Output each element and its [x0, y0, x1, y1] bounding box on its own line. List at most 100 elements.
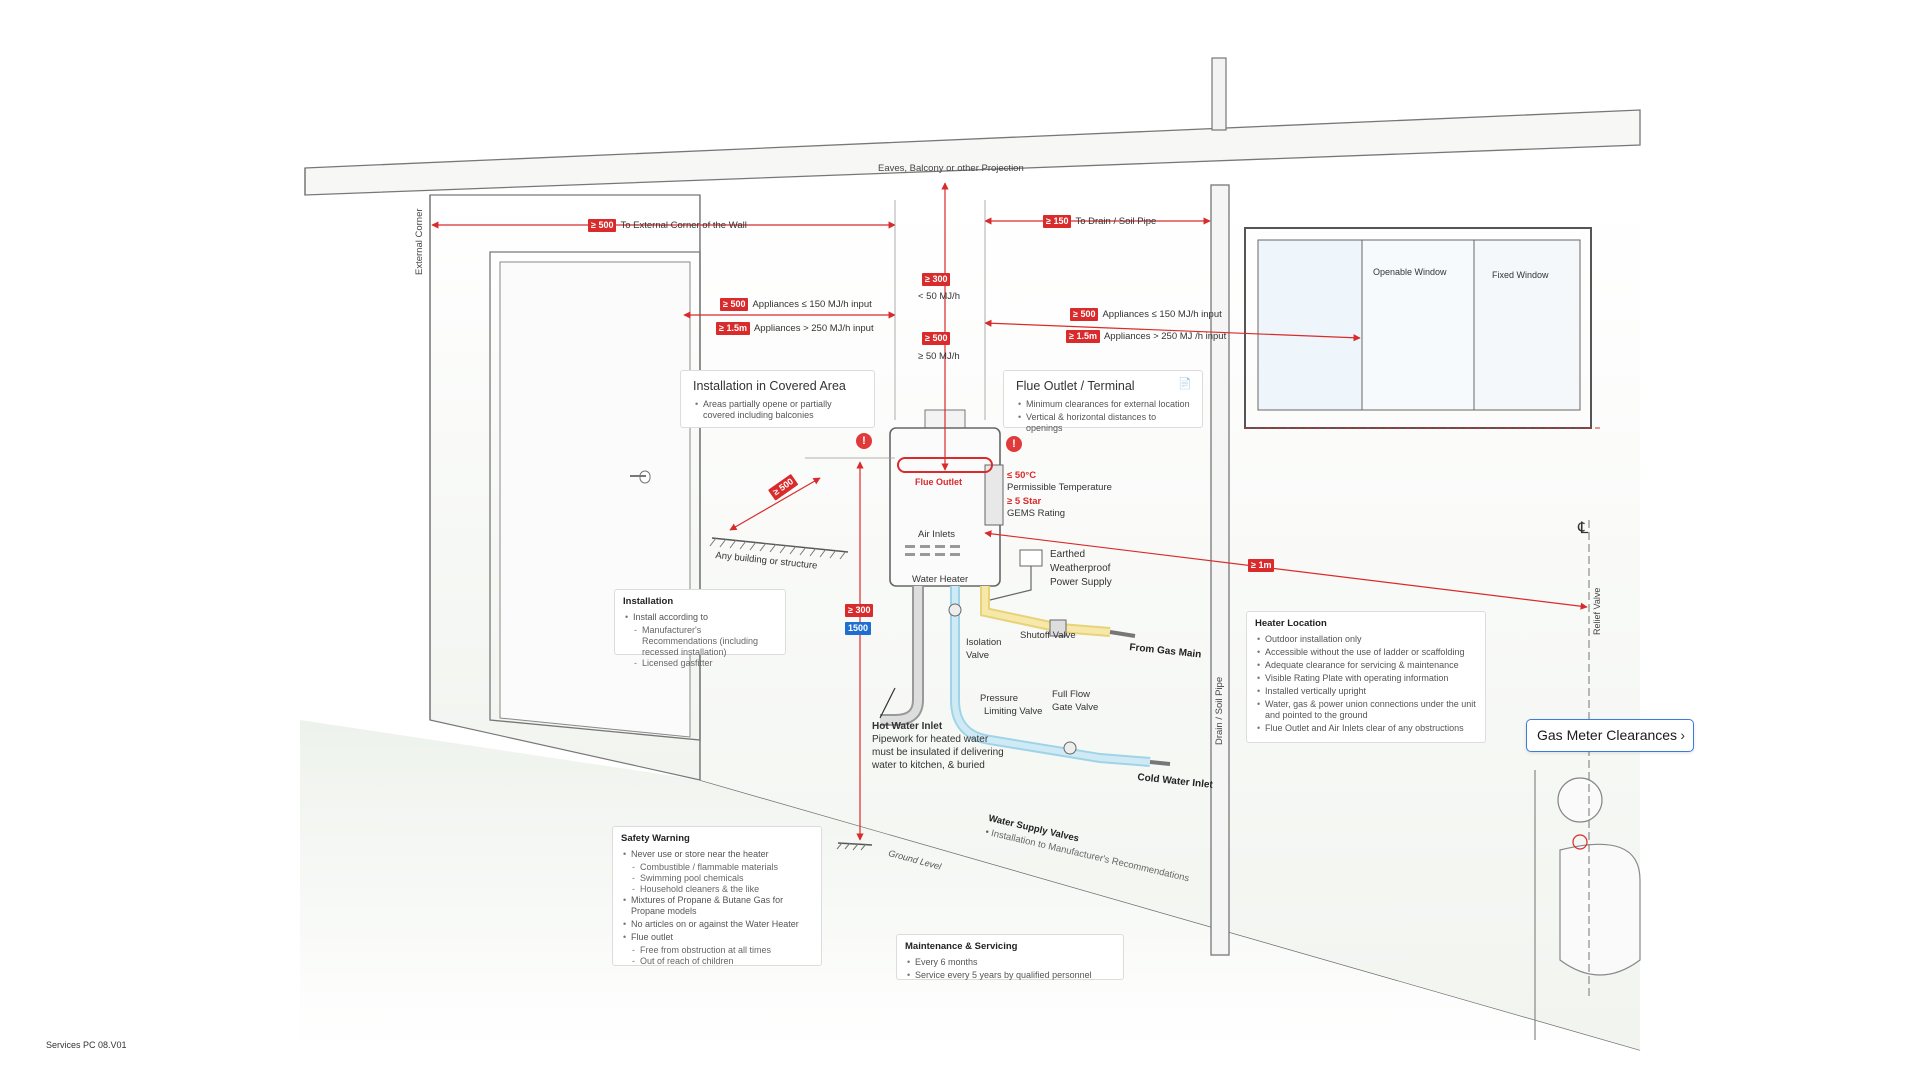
pressure-limiting-label: Pressure Limiting Valve [980, 692, 1042, 718]
isolation-text: Isolation [966, 637, 1002, 648]
list-item: Adequate clearance for servicing & maint… [1257, 660, 1477, 671]
heater-location-title: Heater Location [1255, 618, 1327, 629]
shutoff-valve-label: Shutoff Valve [1020, 630, 1076, 641]
maintenance-box: Maintenance & Servicing Every 6 months S… [896, 934, 1124, 981]
list-item: Areas partially opene or partially cover… [695, 399, 862, 421]
safety-warning-list: Never use or store near the heater Combu… [621, 849, 813, 967]
flue-terminal-title: Flue Outlet / Terminal [1016, 379, 1135, 393]
external-corner-label: External Corner [414, 208, 425, 275]
dim-text: To External Corner of the Wall [620, 220, 747, 231]
power-supply-text: Power Supply [1050, 577, 1112, 588]
list-item: Flue outlet [623, 932, 813, 943]
list-subitem: Manufacturer's Recommendations (includin… [633, 625, 777, 658]
list-item: Vertical & horizontal distances to openi… [1018, 412, 1190, 434]
dim-text: Appliances > 250 MJ/h input [753, 323, 874, 334]
safety-warning-title: Safety Warning [621, 833, 690, 844]
list-item: Never use or store near the heater [623, 849, 813, 860]
covered-area-box: Installation in Covered Area Areas parti… [680, 370, 875, 428]
maintenance-title: Maintenance & Servicing [905, 941, 1018, 952]
hot-water-desc-1: Pipework for heated water [872, 734, 989, 745]
dim-tag: ≥ 500 [588, 219, 617, 232]
gate-valve-label: Full Flow Gate Valve [1052, 688, 1098, 714]
dim-tag: ≥ 500 [1070, 308, 1099, 321]
openable-window-label: Openable Window [1373, 267, 1447, 277]
heater-location-box: Heater Location Outdoor installation onl… [1246, 611, 1486, 743]
dim-1m: ≥ 1m [1248, 559, 1278, 572]
covered-area-title: Installation in Covered Area [693, 379, 846, 393]
dim-500-top: ≥ 500 [922, 332, 954, 345]
installation-title: Installation [623, 596, 674, 607]
dim-tag: ≥ 500 [922, 332, 951, 345]
gas-meter-clearances-label: Gas Meter Clearances [1537, 727, 1678, 743]
temp-label: Permissible Temperature [1007, 482, 1112, 493]
list-item: Water, gas & power union connections und… [1257, 699, 1477, 721]
hot-water-title: Hot Water Inlet [872, 721, 943, 732]
dim-tag: ≥ 500 [720, 298, 749, 311]
pressure-text: Pressure [980, 693, 1019, 704]
hot-water-block: Hot Water Inlet Pipework for heated wate… [872, 720, 1004, 772]
dim-1500: 1500 [845, 622, 875, 635]
list-item: Flue Outlet and Air Inlets clear of any … [1257, 723, 1477, 734]
document-icon[interactable]: 📄 [1178, 378, 1192, 390]
drain-soil-pipe-label: Drain / Soil Pipe [1214, 676, 1225, 745]
flue-outlet-label: Flue Outlet [915, 477, 962, 487]
warning-icon[interactable]: ! [856, 433, 872, 449]
isolation-valve-label: Isolation Valve [966, 636, 1001, 662]
dim-300-ground: ≥ 300 [845, 604, 877, 617]
relief-valve-label: Relief Valve [1592, 587, 1602, 635]
full-flow-text: Full Flow [1052, 689, 1091, 700]
dim-300-top: ≥ 300 [922, 273, 954, 286]
list-subitem: Out of reach of children [631, 956, 813, 967]
dim-tag: ≥ 300 [922, 273, 951, 286]
dim-tag: ≥ 1.5m [716, 322, 750, 335]
star-value: ≥ 5 Star [1007, 496, 1042, 507]
gte50-label: ≥ 50 MJ/h [918, 351, 960, 362]
flue-terminal-list: Minimum clearances for external location… [1016, 399, 1190, 434]
gate-valve-text: Gate Valve [1052, 702, 1099, 713]
list-item: No articles on or against the Water Heat… [623, 919, 813, 930]
hot-water-desc-2: must be insulated if delivering [872, 747, 1004, 758]
footer-code: Services PC 08.V01 [46, 1040, 127, 1050]
chevron-right-icon: › [1680, 727, 1685, 743]
gas-meter-clearances-button[interactable]: Gas Meter Clearances › [1526, 719, 1694, 752]
dim-text: Appliances ≤ 150 MJ/h input [752, 299, 872, 310]
air-inlets-label: Air Inlets [918, 529, 955, 540]
list-subitem: Combustible / flammable materials [631, 862, 813, 873]
installation-box: Installation Install according to Manufa… [614, 589, 786, 669]
list-subitem: Licensed gasfitter [633, 658, 777, 669]
list-item: Install according to [625, 612, 777, 623]
list-item: Mixtures of Propane & Butane Gas for Pro… [623, 895, 813, 917]
list-subitem: Free from obstruction at all times [631, 945, 813, 956]
star-label: GEMS Rating [1007, 508, 1066, 519]
list-item: Installed vertically upright [1257, 686, 1477, 697]
dim-tag-blue: 1500 [845, 622, 872, 635]
eaves-label: Eaves, Balcony or other Projection [878, 163, 1024, 174]
dim-tag: ≥ 1m [1248, 559, 1275, 572]
list-item: Outdoor installation only [1257, 634, 1477, 645]
dim-text: Appliances ≤ 150 MJ/h input [1102, 309, 1222, 320]
limiting-valve-text: Limiting Valve [984, 706, 1043, 717]
list-subitem: Household cleaners & the like [631, 884, 813, 895]
warning-icon[interactable]: ! [1006, 436, 1022, 452]
valve-text: Valve [966, 650, 990, 661]
heater-location-list: Outdoor installation only Accessible wit… [1255, 634, 1477, 734]
earthed-text: Earthed [1050, 549, 1086, 560]
fixed-window-label: Fixed Window [1492, 270, 1549, 280]
weatherproof-text: Weatherproof [1050, 563, 1111, 574]
lt50-label: < 50 MJ/h [918, 291, 960, 302]
installation-list: Install according to Manufacturer's Reco… [623, 612, 777, 669]
list-item: Service every 5 years by qualified perso… [907, 970, 1115, 981]
dim-text: To Drain / Soil Pipe [1075, 216, 1157, 227]
covered-area-list: Areas partially opene or partially cover… [693, 399, 862, 421]
list-item: Every 6 months [907, 957, 1115, 968]
list-item: Visible Rating Plate with operating info… [1257, 673, 1477, 684]
safety-warning-box: Safety Warning Never use or store near t… [612, 826, 822, 967]
list-subitem: Swimming pool chemicals [631, 873, 813, 884]
power-supply-label: Earthed Weatherproof Power Supply [1050, 548, 1112, 590]
